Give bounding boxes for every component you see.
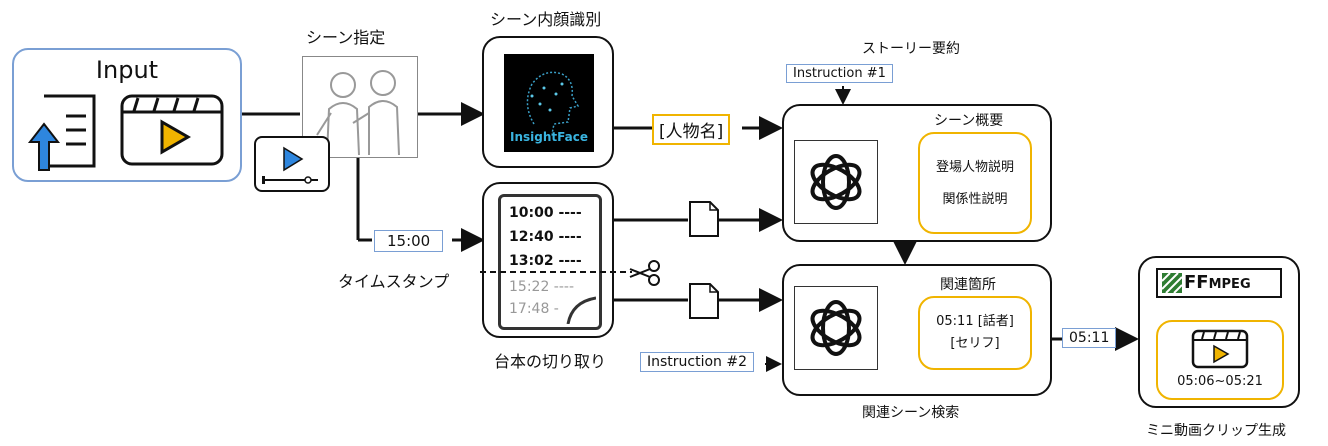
people-talking-icon bbox=[316, 70, 400, 156]
related-detail-box: 05:11 [話者] [セリフ] bbox=[918, 296, 1032, 370]
face-box: InsightFace bbox=[482, 36, 614, 168]
ffmpeg-stripes-icon bbox=[1162, 273, 1182, 293]
related-line-1: 05:11 [話者] bbox=[936, 314, 1014, 329]
story-line-2: 関係性説明 bbox=[942, 192, 1008, 207]
insightface-text: InsightFace bbox=[510, 130, 588, 144]
script-line-faded-0: 15:22 ---- bbox=[509, 279, 575, 295]
video-player-icon bbox=[254, 136, 330, 192]
openai-logo-icon bbox=[810, 154, 862, 210]
insightface-logo: InsightFace bbox=[504, 54, 594, 152]
related-box: 関連箇所 05:11 [話者] [セリフ] bbox=[782, 264, 1052, 396]
clip-range: 05:06~05:21 bbox=[1177, 374, 1263, 389]
video-clip-icon bbox=[120, 94, 224, 166]
story-box: シーン概要 登場人物説明 関係性説明 bbox=[782, 104, 1052, 242]
input-label: Input bbox=[95, 56, 159, 84]
ffmpeg-text-big: FF bbox=[1184, 272, 1209, 293]
document-icon-2 bbox=[689, 283, 719, 319]
script-page: 10:00 ---- 12:40 ---- 13:02 ---- 15:22 -… bbox=[498, 194, 602, 330]
script-line-bold-2: 13:02 ---- bbox=[509, 253, 582, 269]
scene-spec-label: シーン指定 bbox=[306, 28, 386, 47]
output-timestamp-tag: 05:11 bbox=[1062, 328, 1117, 348]
face-title: シーン内顔識別 bbox=[490, 10, 602, 29]
gpt-logo-2 bbox=[794, 286, 878, 370]
ffmpeg-text: FFMPEG bbox=[1184, 272, 1251, 293]
ffmpeg-text-small: MPEG bbox=[1208, 277, 1251, 292]
ai-head-icon bbox=[526, 71, 580, 135]
scissors-icon bbox=[629, 260, 660, 286]
script-line-bold-1: 12:40 ---- bbox=[509, 229, 582, 245]
clip-result-box: 05:06~05:21 bbox=[1156, 320, 1284, 400]
timestamp-value: 15:00 bbox=[374, 230, 444, 252]
story-title: ストーリー要約 bbox=[862, 41, 960, 57]
script-box: 10:00 ---- 12:40 ---- 13:02 ---- 15:22 -… bbox=[482, 182, 614, 338]
instruction-2-tag: Instruction #2 bbox=[640, 352, 755, 372]
script-line-bold-0: 10:00 ---- bbox=[509, 205, 582, 221]
upload-document-icon bbox=[27, 94, 96, 171]
timestamp-label: タイムスタンプ bbox=[338, 272, 450, 291]
related-box-title: 関連箇所 bbox=[940, 277, 996, 293]
gpt-logo-1 bbox=[794, 140, 878, 224]
story-detail-box: 登場人物説明 関係性説明 bbox=[918, 132, 1032, 234]
input-box: Input bbox=[12, 48, 242, 182]
person-name-tag: [人物名] bbox=[652, 114, 731, 145]
instruction-1-tag: Instruction #1 bbox=[786, 64, 893, 83]
story-line-1: 登場人物説明 bbox=[935, 160, 1014, 175]
story-box-title: シーン概要 bbox=[934, 113, 1004, 129]
video-clip-icon bbox=[1191, 329, 1249, 369]
script-caption: 台本の切り取り bbox=[494, 352, 607, 371]
mini-clip-box: FFMPEG 05:06~05:21 bbox=[1138, 256, 1300, 408]
ffmpeg-logo: FFMPEG bbox=[1156, 268, 1282, 298]
page-curl-icon bbox=[566, 296, 596, 324]
document-icon-1 bbox=[689, 201, 719, 237]
openai-logo-icon bbox=[810, 300, 862, 356]
related-title: 関連シーン検索 bbox=[862, 405, 960, 421]
script-line-faded-1: 17:48 - bbox=[509, 301, 559, 317]
related-line-2: [セリフ] bbox=[950, 336, 1000, 351]
mini-clip-title: ミニ動画クリップ生成 bbox=[1146, 423, 1286, 439]
